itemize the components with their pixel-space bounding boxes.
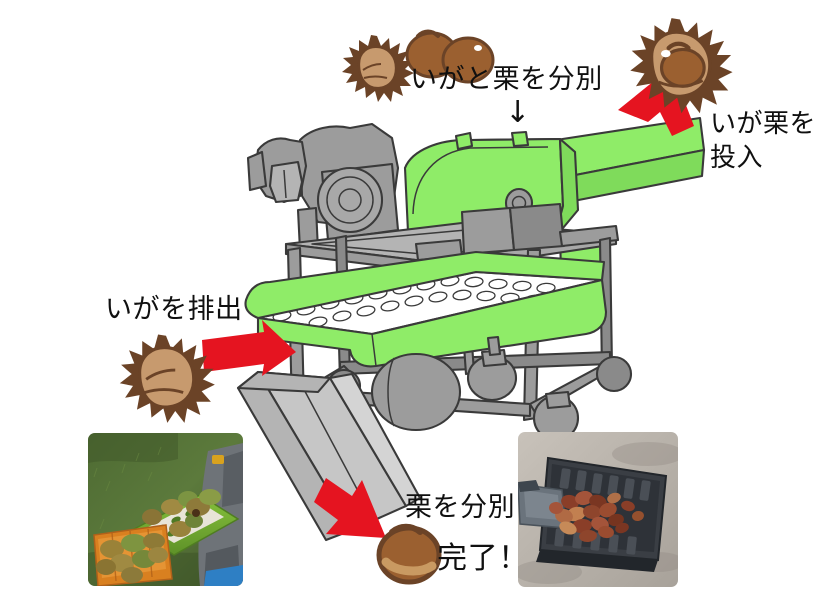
burr-output-photo (88, 433, 243, 586)
red-arrow-discharge (202, 320, 296, 376)
label-complete: 完了！ (437, 541, 529, 576)
burr-icon-input (630, 18, 733, 114)
sieve-conveyor (244, 250, 608, 368)
label-input: いが栗を 投入 (710, 108, 816, 176)
chestnut-icon-output (376, 523, 442, 585)
black-arrow-down-icon: ↓ (505, 95, 531, 130)
engine-assembly (246, 122, 400, 252)
label-input-line1: いが栗を (710, 109, 817, 139)
burr-icon-top (342, 35, 414, 102)
pulley-wheel (316, 162, 400, 242)
roller-assembly (370, 335, 518, 432)
caster-wheels (326, 355, 633, 442)
red-arrow-output (314, 478, 386, 538)
chestnut-output-photo (518, 432, 678, 587)
label-separate-burr-and-chestnut: いがと栗を分別 (410, 64, 603, 95)
label-discharge-burr: いがを排出 (105, 294, 243, 325)
chestnut-pair-icon-top (405, 29, 495, 84)
label-separate-chestnut: 栗を分別 (405, 492, 516, 523)
burr-icon-discharge (119, 334, 215, 423)
label-input-line2: 投入 (710, 142, 764, 173)
